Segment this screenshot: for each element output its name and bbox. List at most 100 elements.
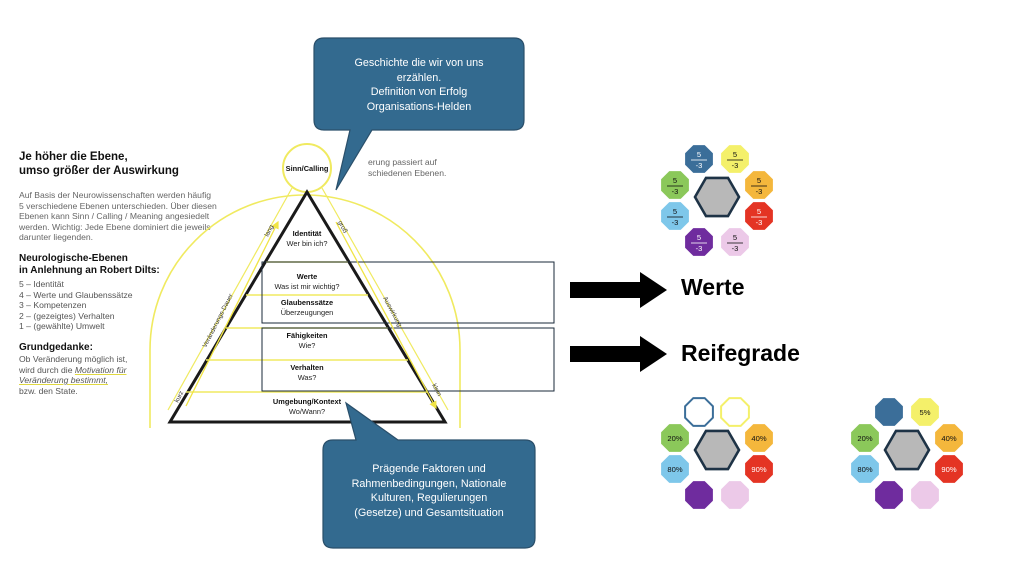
purple-octagon [685, 228, 713, 256]
levels-list-item: 5 – Identität [19, 278, 64, 289]
pink-octagon [911, 481, 939, 509]
level-title: Fähigkeiten [286, 331, 328, 340]
octagon-value: 5% [920, 408, 931, 417]
callout-bottom-shape [322, 401, 536, 549]
level-subtitle: Überzeugungen [281, 308, 334, 317]
levels-list: 5 – Identität 4 – Werte und Glaubenssätz… [19, 279, 259, 332]
callout-top-line: erzählen. [396, 71, 442, 84]
octagon-value-bottom: -3 [756, 187, 763, 196]
reifegrade-cluster-2: 5%40%90%80%20% [851, 398, 963, 509]
octagon-value-top: 5 [673, 176, 677, 185]
pink-octagon [721, 481, 749, 509]
center-hexagon [693, 176, 741, 218]
octagon-value: 90% [751, 465, 766, 474]
arrow-werte [570, 272, 667, 308]
ring-yellow-octagon [911, 398, 939, 426]
octagon-value-top: 5 [757, 207, 761, 216]
octagon-value-bottom: -3 [696, 244, 703, 253]
callout-bottom-line: (Gesetze) und Gesamtsituation [354, 506, 504, 519]
octagon-value-bottom: -3 [696, 161, 703, 170]
yellow-ray [321, 187, 449, 411]
levels-heading: Neurologische-Ebenen in Anlehnung an Rob… [19, 253, 259, 277]
sinn-calling-label: Sinn/Calling [286, 164, 329, 173]
levels-heading-line: Neurologische-Ebenen [19, 252, 128, 264]
steel-blue-octagon [685, 145, 713, 173]
callout-bottom-line: Kulturen, Regulierungen [370, 492, 488, 504]
callout-top-line: Geschichte die wir von uns [354, 57, 484, 69]
light-blue-octagon [851, 455, 879, 483]
main-heading-line: Je höher die Ebene, [19, 151, 128, 163]
octagon-value: 40% [751, 434, 766, 443]
octagon-value-top: 5 [757, 176, 761, 185]
grund-line-highlight: Veränderung bestimmt, [19, 375, 109, 386]
level-title: Verhalten [290, 363, 324, 372]
grund-line: Ob Veränderung möglich ist, [19, 353, 128, 364]
arrow-reifegrade [570, 336, 667, 372]
purple-octagon [875, 481, 903, 509]
left-axis-top-label: lang [264, 224, 276, 238]
grund-line: wird durch die Motivation für [19, 364, 127, 375]
red-octagon [745, 455, 773, 483]
intro-line: Ebenen kann Sinn / Calling / Meaning ang… [19, 211, 210, 222]
intro-line: Auf Basis der Neurowissenschaften werden… [19, 190, 212, 200]
green-octagon [661, 424, 689, 452]
main-heading-line: umso größer der Auswirkung [19, 165, 179, 177]
octagon-value: 40% [941, 434, 956, 443]
callout-bottom-line: Rahmenbedingungen, Nationale [351, 477, 507, 490]
intro-line: werden. Wichtig: Jede Ebene dominiert di… [19, 221, 211, 232]
octagon-value: 90% [941, 465, 956, 474]
pyramid-triangle [167, 189, 448, 424]
steel-blue-octagon [875, 398, 903, 426]
level-title: Identität [293, 229, 322, 238]
intro-line: 5 verschiedene Ebenen unterschieden. Übe… [19, 200, 217, 211]
green-octagon [851, 424, 879, 452]
main-heading: Je höher die Ebene, umso größer der Ausw… [19, 150, 259, 178]
orange-octagon [745, 424, 773, 452]
octagon-value-top: 5 [697, 150, 701, 159]
level-title: Werte [297, 272, 317, 281]
center-hexagon [883, 429, 931, 471]
callout-top-line: Definition von Erfolg [370, 86, 468, 98]
left-text-panel: Je höher die Ebene, umso größer der Ausw… [19, 150, 259, 396]
octagon-value-top: 5 [733, 150, 737, 159]
octagon-value-top: 5 [697, 233, 701, 242]
callout-top-text: Geschichte die wir von uns erzählen. Def… [318, 56, 520, 114]
intro-paragraph: Auf Basis der Neurowissenschaften werden… [19, 190, 259, 243]
reifegrade-label: Reifegrade [681, 340, 800, 366]
level-title: Glaubenssätze [281, 298, 333, 307]
octagon-value: 80% [857, 465, 872, 474]
partial-note-line: schiedenen Ebenen. [368, 167, 447, 178]
orange-octagon [935, 424, 963, 452]
center-hexagon [693, 429, 741, 471]
grund-paragraph: Ob Veränderung möglich ist, wird durch d… [19, 354, 259, 396]
red-octagon [935, 455, 963, 483]
right-axis-bottom-label: klein [430, 383, 443, 398]
left-axis-arrow [185, 220, 279, 407]
orange-octagon [745, 171, 773, 199]
octagon-value-bottom: -3 [732, 244, 739, 253]
light-blue-octagon [661, 202, 689, 230]
levels-list-item: 4 – Werte und Glaubenssätze [19, 289, 133, 300]
octagon-value: 20% [667, 434, 682, 443]
partial-note: erung passiert auf schiedenen Ebenen. [368, 157, 446, 178]
ring-yellow-octagon [721, 145, 749, 173]
callout-top-line: Organisations-Helden [366, 100, 472, 113]
steel-blue-octagon [684, 397, 714, 427]
werte-box [261, 261, 555, 324]
levels-heading-line: in Anlehnung an Robert Dilts: [19, 264, 160, 276]
octagon-value: 80% [667, 465, 682, 474]
grund-heading: Grundgedanke: [19, 341, 93, 353]
left-axis-bottom-label: kurz [174, 390, 186, 404]
callout-bottom-text: Prägende Faktoren und Rahmenbedingungen,… [326, 462, 532, 520]
octagon-value-top: 5 [733, 233, 737, 242]
octagon-value-top: 5 [673, 207, 677, 216]
ring-yellow-octagon [720, 397, 750, 427]
level-subtitle: Was? [298, 373, 317, 382]
octagon-value-bottom: -3 [732, 161, 739, 170]
intro-line: darunter liegenden. [19, 232, 94, 243]
yellow-ray [167, 187, 293, 411]
octagon-value-bottom: -3 [672, 187, 679, 196]
callout-top-shape [313, 37, 525, 191]
level-subtitle: Wie? [299, 341, 316, 350]
